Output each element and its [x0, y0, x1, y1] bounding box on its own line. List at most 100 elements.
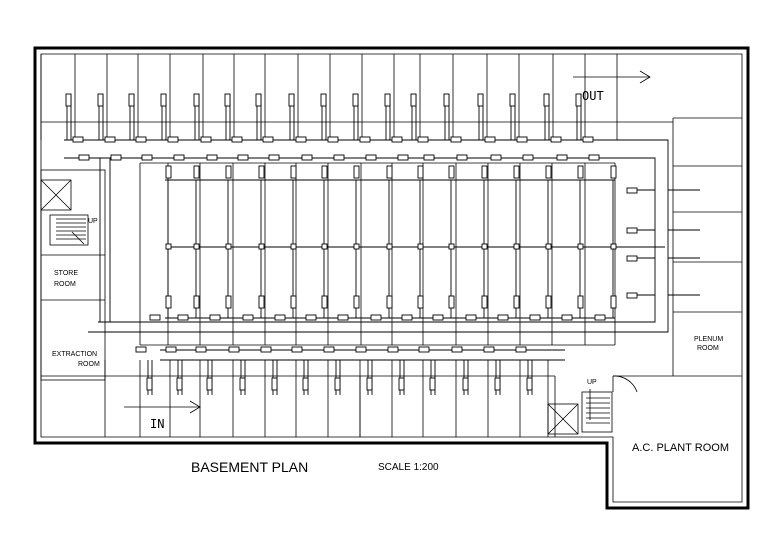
grille-lower-main — [465, 314, 477, 321]
grille-bottom-main — [291, 346, 303, 353]
in-label: IN — [150, 417, 164, 431]
drawing-scale: SCALE 1:200 — [378, 462, 439, 473]
grille-lower-main — [432, 314, 444, 321]
grille-lower-main — [209, 314, 221, 321]
grille-top-main — [327, 136, 339, 143]
grille-secondary — [333, 154, 345, 161]
grille-center-mid — [290, 243, 297, 250]
grille-center-mid — [577, 243, 584, 250]
grille-secondary — [301, 154, 313, 161]
grille-top-main — [516, 136, 528, 143]
grille-center-mid — [417, 243, 424, 250]
grille-center-bottom — [321, 295, 328, 309]
grille-secondary — [423, 154, 435, 161]
plenum-room-label-1: PLENUM — [694, 336, 723, 343]
duct-run — [64, 139, 669, 333]
grille-bottom — [429, 377, 436, 391]
grille-bottom-main — [135, 346, 147, 353]
grille-top — [224, 93, 231, 107]
grille-center-bottom — [417, 295, 424, 309]
store-room-label-1: STORE — [54, 270, 78, 277]
grille-bottom — [302, 377, 309, 391]
grille-center-bottom — [225, 295, 232, 309]
grille-secondary — [141, 154, 153, 161]
grille-center-mid — [321, 243, 328, 250]
grille-lower-main — [149, 314, 161, 321]
grille-center-top — [165, 165, 172, 179]
grille-center-bottom — [353, 295, 360, 309]
grille-lower-main — [594, 314, 606, 321]
grille-center-mid — [513, 243, 520, 250]
grille-lower-main — [242, 314, 254, 321]
grille-center-mid — [481, 243, 488, 250]
grille-bottom — [366, 377, 373, 391]
grille-top — [543, 93, 550, 107]
grille-top-main — [391, 136, 403, 143]
grille-center-top — [577, 165, 584, 179]
grille-bottom-main — [165, 346, 177, 353]
grille-center-bottom — [193, 295, 200, 309]
grille-center-top — [290, 165, 297, 179]
grille-plenum-side — [626, 255, 638, 262]
grille-lower-main — [497, 314, 509, 321]
grille-bottom — [398, 377, 405, 391]
grille-top-main — [484, 136, 496, 143]
grille-secondary — [268, 154, 280, 161]
grille-top-main — [200, 136, 212, 143]
grille-bottom — [146, 377, 153, 391]
grille-center-top — [193, 165, 200, 179]
grille-top — [410, 93, 417, 107]
grille-center-bottom — [448, 295, 455, 309]
grille-top-main — [295, 136, 307, 143]
grille-top-main — [104, 136, 116, 143]
grille-top-main — [550, 136, 562, 143]
grille-top-main — [72, 136, 84, 143]
grille-secondary — [237, 154, 249, 161]
grille-top — [320, 93, 327, 107]
grille-center-top — [545, 165, 552, 179]
grille-secondary — [456, 154, 468, 161]
grille-lower-main — [305, 314, 317, 321]
parking-bays — [40, 54, 673, 437]
extraction-room-label-2: ROOM — [78, 361, 100, 368]
grille-center-mid — [258, 243, 265, 250]
grille-center-bottom — [165, 295, 172, 309]
grille-bottom-main — [515, 346, 527, 353]
grille-plenum-side — [626, 227, 638, 234]
grille-bottom — [494, 377, 501, 391]
grille-top — [288, 93, 295, 107]
grille-center-mid — [545, 243, 552, 250]
in-arrow — [124, 400, 201, 414]
grille-top — [65, 93, 72, 107]
grille-top-main — [262, 136, 274, 143]
grille-bottom — [206, 377, 213, 391]
grille-secondary — [556, 154, 568, 161]
grille-top-main — [167, 136, 179, 143]
grille-center-bottom — [290, 295, 297, 309]
grille-center-mid — [448, 243, 455, 250]
grille-top — [384, 93, 391, 107]
grille-lower-main — [561, 314, 573, 321]
extraction-room-label-1: EXTRACTION — [52, 351, 97, 358]
grille-bottom — [271, 377, 278, 391]
left-stair-core: UP — [40, 169, 106, 381]
grille-bottom — [176, 377, 183, 391]
out-label: OUT — [582, 89, 604, 103]
grille-center-bottom — [577, 295, 584, 309]
grille-center-top — [513, 165, 520, 179]
grille-secondary — [78, 154, 90, 161]
grille-lower-main — [274, 314, 286, 321]
grille-center-mid — [193, 243, 200, 250]
grille-center-bottom — [513, 295, 520, 309]
grille-lower-main — [337, 314, 349, 321]
grille-top-main — [135, 136, 147, 143]
grille-center-bottom — [386, 295, 393, 309]
grille-center-top — [448, 165, 455, 179]
grille-center-bottom — [258, 295, 265, 309]
grille-center-top — [258, 165, 265, 179]
grille-center-top — [353, 165, 360, 179]
grille-secondary — [397, 154, 409, 161]
grille-top-main — [582, 136, 594, 143]
grille-lower-main — [177, 314, 189, 321]
